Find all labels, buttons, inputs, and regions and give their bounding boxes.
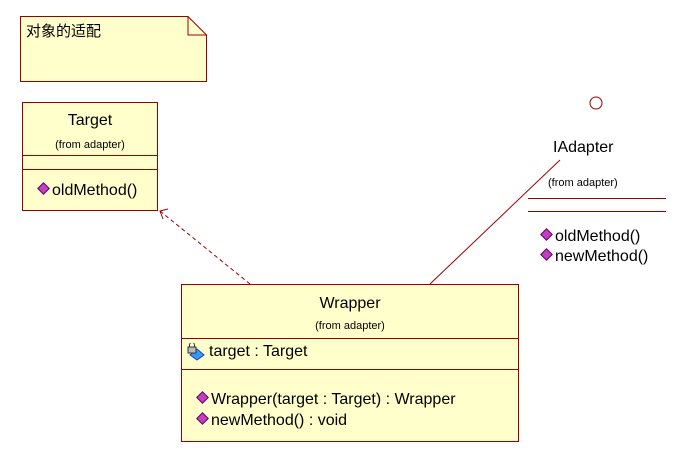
operation-label: newMethod() : void — [211, 412, 348, 429]
operation-icon — [540, 247, 553, 261]
interface-lollipop — [589, 96, 603, 110]
class-package: (from adapter) — [315, 320, 385, 332]
operation-row: newMethod() : void — [196, 411, 348, 430]
operation-label: Wrapper(target : Target) : Wrapper — [211, 391, 456, 408]
private-attribute-icon — [187, 343, 205, 361]
note[interactable]: 对象的适配 — [20, 16, 207, 82]
operation-row: Wrapper(target : Target) : Wrapper — [196, 390, 456, 409]
note-text: 对象的适配 — [26, 23, 102, 40]
operation-icon — [37, 181, 50, 195]
interface-divider — [528, 198, 666, 199]
divider — [182, 369, 518, 370]
divider — [182, 338, 518, 339]
operation-row: oldMethod() — [37, 181, 138, 200]
operation-label: oldMethod() — [52, 182, 138, 199]
note-shape — [20, 16, 207, 82]
divider — [23, 155, 157, 156]
interface-divider — [528, 211, 666, 212]
interface-name[interactable]: IAdapter — [553, 139, 614, 156]
attribute-label: target : Target — [209, 343, 308, 360]
divider — [23, 169, 157, 170]
dependency-arrowhead — [159, 208, 169, 220]
operation-icon — [540, 227, 553, 241]
dependency-line — [159, 210, 251, 285]
operation-row: newMethod() — [540, 247, 649, 266]
operation-label: oldMethod() — [555, 228, 641, 245]
operation-row: oldMethod() — [540, 227, 641, 246]
operation-label: newMethod() — [555, 248, 649, 265]
attribute-row: target : Target — [187, 343, 307, 361]
realization-line — [429, 159, 561, 285]
wrapper-class[interactable]: Wrapper (from adapter) target : Target W… — [181, 284, 519, 442]
class-package: (from adapter) — [55, 139, 125, 151]
operation-icon — [196, 411, 209, 425]
target-class[interactable]: Target (from adapter) oldMethod() — [22, 102, 158, 211]
operation-icon — [196, 390, 209, 404]
class-name: Wrapper — [319, 295, 381, 312]
interface-package: (from adapter) — [548, 177, 618, 189]
class-name: Target — [67, 112, 113, 129]
